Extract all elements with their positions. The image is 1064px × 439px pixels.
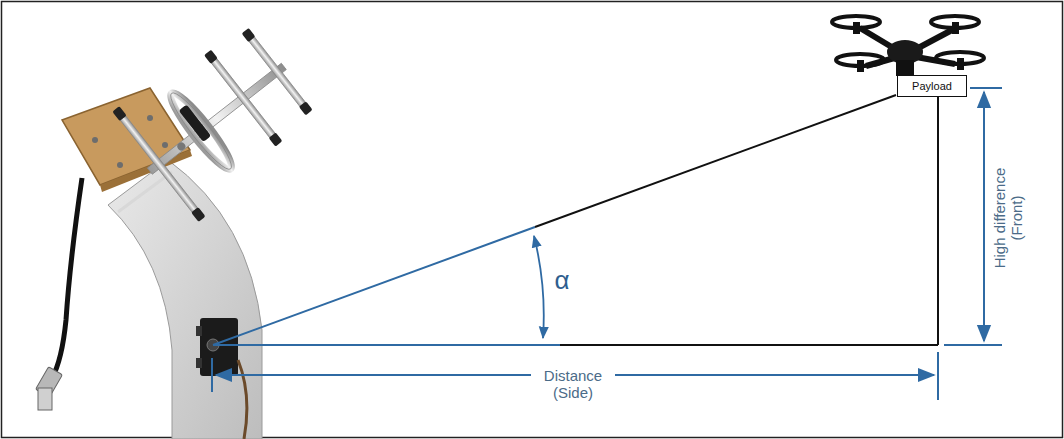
drone [832,16,984,76]
angle-arc [534,236,544,338]
payload-box: Payload [897,75,967,97]
sight-line [213,227,535,345]
baseline [560,344,938,346]
dimension-label: Distance (Side) [531,367,615,402]
node-label: Payload [912,80,952,92]
yagi-antenna [107,11,327,226]
antenna-mount [36,88,262,439]
baseline [213,344,560,346]
sight-line [535,95,896,227]
vertical-line [937,97,939,345]
angle-label: α [554,266,569,296]
dimension-label: High difference (Front) [991,156,1026,280]
